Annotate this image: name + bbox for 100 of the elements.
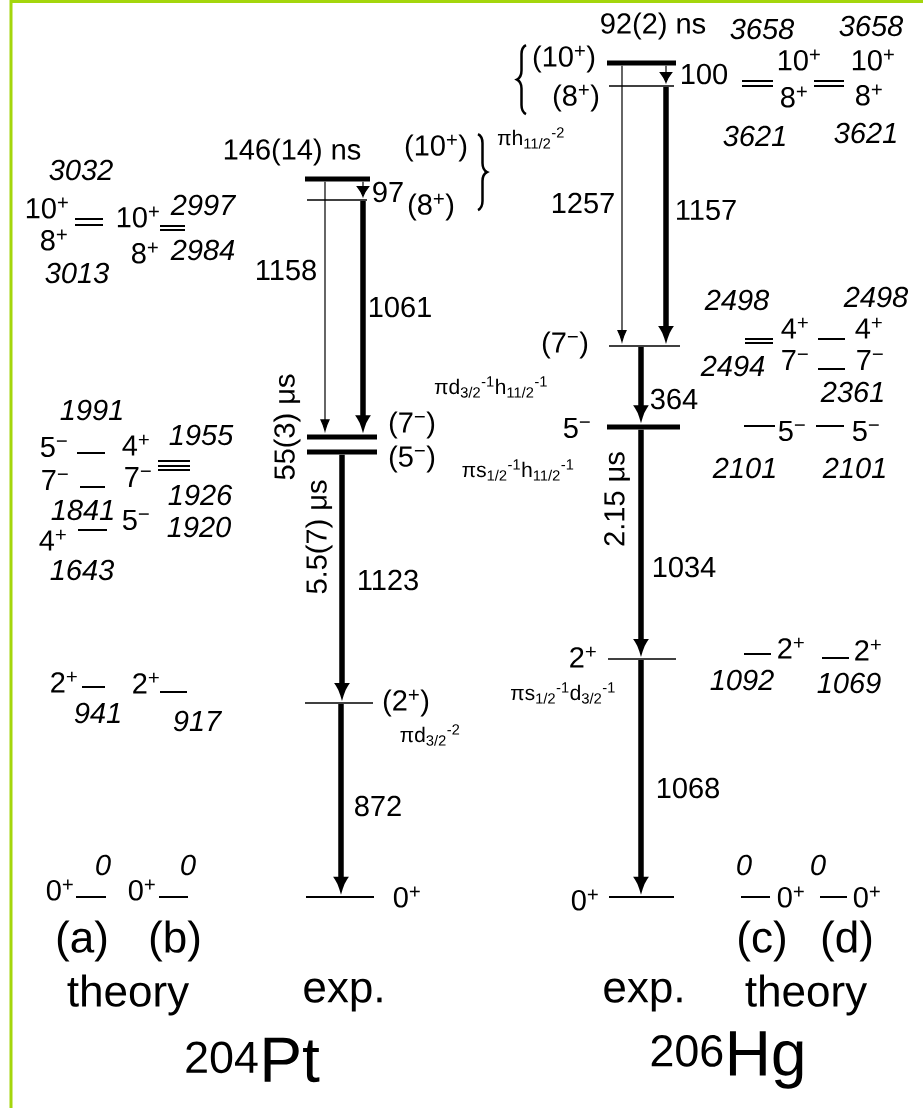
transition-energy: 97 xyxy=(370,180,406,204)
transition-arrow xyxy=(617,65,627,343)
transition-arrow xyxy=(356,181,370,197)
isotope-label: $^{206}$Hg xyxy=(651,1031,803,1089)
energy-value: 2984 xyxy=(170,239,235,261)
energy-value: 3658 xyxy=(839,15,904,37)
spin-label: 8$^{+}$ xyxy=(856,84,882,106)
spin-label: 7$^{−}$ xyxy=(125,467,151,487)
spin-label: 10$^{+}$ xyxy=(778,49,820,71)
half-life-label: 55(3) μs xyxy=(273,374,301,480)
spin-label: (5$^{−}$) xyxy=(389,445,435,473)
energy-value: 1955 xyxy=(169,424,234,446)
spin-label: 2$^{+}$ xyxy=(570,646,596,668)
spin-label: 5$^{−}$ xyxy=(778,420,805,442)
spin-label: 5$^{−}$ xyxy=(122,509,149,531)
energy-value: 3621 xyxy=(834,122,896,144)
configuration-label: πd$_{3/2}$-2 xyxy=(400,724,460,746)
energy-value: 1926 xyxy=(168,484,233,506)
spin-label: (7$^{−}$) xyxy=(389,411,435,439)
spin-label: 8$^{+}$ xyxy=(132,242,158,264)
spin-label: 0$^{+}$ xyxy=(777,886,804,908)
spin-label: 2$^{+}$ xyxy=(133,672,159,694)
configuration-label: πs$_{1/2}$$^{-1}$h$_{11/2}$-1 xyxy=(462,459,574,481)
transition-energy: 1158 xyxy=(253,258,319,282)
energy-value: 1920 xyxy=(167,516,231,538)
energy-value: 941 xyxy=(74,702,120,724)
energy-value: 1991 xyxy=(60,399,122,421)
spin-label: 4$^{+}$ xyxy=(855,317,882,339)
transition-arrow xyxy=(659,65,673,83)
spin-label: (8$^{+}$) xyxy=(553,84,599,112)
spin-label: 7$^{−}$ xyxy=(857,350,883,370)
energy-value: 0 xyxy=(181,854,196,876)
transition-energy: 364 xyxy=(648,387,700,411)
panel-label: (d) xyxy=(822,920,872,962)
half-life-label: 5.5(7) μs xyxy=(305,480,333,594)
spin-label: 0$^{+}$ xyxy=(393,886,420,908)
transition-energy: 1257 xyxy=(549,191,617,215)
spin-label: 10$^{+}$ xyxy=(26,197,68,219)
column-label: exp. xyxy=(304,978,382,1012)
energy-value: 2101 xyxy=(712,457,775,479)
spin-label: 2$^{+}$ xyxy=(855,639,881,661)
spin-label: 2$^{+}$ xyxy=(778,637,804,659)
energy-value: 3013 xyxy=(45,262,109,284)
configuration-label: πh$_{11/2}$-2 xyxy=(497,127,564,149)
energy-value: 1069 xyxy=(817,672,881,694)
energy-value: 1092 xyxy=(710,669,774,691)
panel-label: (b) xyxy=(150,920,200,962)
spin-label: 0$^{+}$ xyxy=(571,889,598,911)
column-label: exp. xyxy=(604,978,682,1012)
energy-value: 1841 xyxy=(51,499,113,521)
isotope-label: $^{204}$Pt xyxy=(186,1037,320,1083)
spin-label: 8$^{+}$ xyxy=(781,86,807,108)
panel-label: (a) xyxy=(57,920,107,962)
energy-value: 2361 xyxy=(820,381,883,403)
half-life-label: 92(2) ns xyxy=(601,12,706,40)
spin-label: 4$^{+}$ xyxy=(39,529,66,551)
transition-energy: 1061 xyxy=(366,295,434,319)
energy-value: 0 xyxy=(96,854,111,876)
spin-label: 4$^{+}$ xyxy=(781,317,808,339)
transition-energy: 100 xyxy=(678,62,730,86)
transition-energy: 1123 xyxy=(355,568,421,592)
spin-label: 0$^{+}$ xyxy=(46,879,73,901)
spin-label: 0$^{+}$ xyxy=(128,879,155,901)
spin-label: 7$^{−}$ xyxy=(42,470,68,490)
energy-value: 2498 xyxy=(704,289,770,311)
spin-label: (7$^{−}$) xyxy=(542,331,588,359)
energy-value: 0 xyxy=(737,854,752,876)
panel-label: (c) xyxy=(739,920,785,962)
configuration-label: πs$_{1/2}$$^{-1}$d$_{3/2}$-1 xyxy=(510,682,615,704)
spin-label: 0$^{+}$ xyxy=(853,886,880,908)
spin-label: 10$^{+}$ xyxy=(117,206,159,228)
transition-energy: 872 xyxy=(352,794,404,818)
transition-energy: 1068 xyxy=(654,776,722,800)
energy-value: 917 xyxy=(173,710,223,732)
spin-label: 8$^{+}$ xyxy=(41,229,67,251)
energy-value: 0 xyxy=(811,854,826,876)
column-label: theory xyxy=(745,974,868,1016)
spin-label: 5$^{−}$ xyxy=(40,436,67,458)
energy-value: 3032 xyxy=(49,159,113,181)
spin-label: (2$^{+}$) xyxy=(383,689,429,717)
spin-label: 2$^{+}$ xyxy=(51,671,77,693)
energy-value: 3621 xyxy=(723,125,785,147)
configuration-label: πd$_{3/2}$$^{-1}$h$_{11/2}$-1 xyxy=(434,376,547,398)
energy-value: 2101 xyxy=(822,457,885,479)
energy-value: 2997 xyxy=(170,194,237,216)
spin-label: (8$^{+}$) xyxy=(408,193,454,221)
transition-energy: 1157 xyxy=(673,198,739,222)
energy-value: 2494 xyxy=(700,355,765,377)
spin-label: 5$^{−}$ xyxy=(563,417,590,439)
column-label: theory xyxy=(67,974,190,1016)
spin-label: (10$^{+}$) xyxy=(405,134,467,162)
energy-value: 3658 xyxy=(730,18,795,40)
spin-label: 4$^{+}$ xyxy=(122,434,149,456)
energy-value: 2498 xyxy=(843,286,909,308)
transition-arrow xyxy=(320,181,330,432)
spin-label: 7$^{−}$ xyxy=(782,350,808,370)
transition-energy: 1034 xyxy=(650,555,718,579)
half-life-label: 2.15 μs xyxy=(604,452,630,546)
spin-label: (10$^{+}$) xyxy=(533,45,595,73)
half-life-label: 146(14) ns xyxy=(224,138,361,166)
